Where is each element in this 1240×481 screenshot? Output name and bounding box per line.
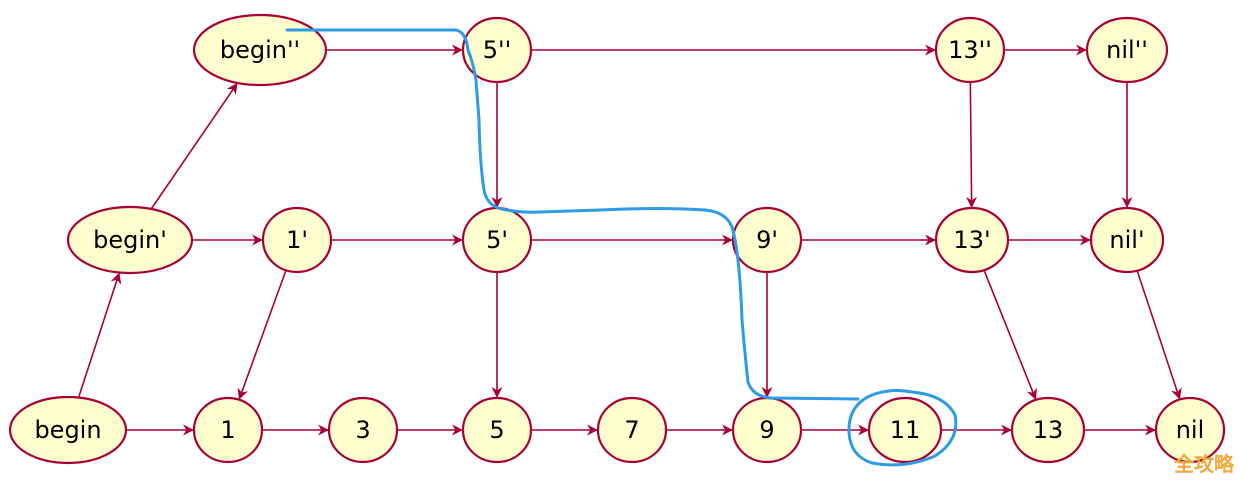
node-n1: 1 (192, 396, 264, 464)
search-path-line (285, 28, 860, 401)
node-begin2: begin'' (192, 13, 328, 87)
node-label: 13 (1033, 416, 1064, 444)
node-n13_1: 13' (934, 206, 1010, 274)
node-n13_2: 13'' (934, 16, 1006, 84)
node-label: nil (1176, 416, 1205, 444)
edge-nil1-to-nil0 (1136, 270, 1182, 400)
node-begin1: begin' (66, 205, 194, 275)
node-label: nil' (1109, 226, 1144, 254)
node-n7: 7 (596, 396, 668, 464)
node-begin0: begin (8, 395, 128, 465)
node-label: 5 (489, 416, 504, 444)
edge-n13_1-to-n13 (983, 269, 1037, 401)
node-label: 13'' (948, 36, 992, 64)
edge-n1_1-to-n1 (237, 270, 287, 400)
node-label: begin' (93, 226, 167, 254)
node-n13: 13 (1010, 396, 1086, 464)
node-label: 11 (890, 416, 921, 444)
edge-n13_2-to-n13_1 (966, 81, 978, 209)
search-path-highlight (285, 28, 958, 467)
edge-begin1-to-begin2 (150, 82, 239, 210)
node-n9: 9 (731, 396, 803, 464)
node-n1_1: 1' (261, 206, 333, 274)
edge-begin0-to-begin1 (77, 272, 122, 398)
node-label: nil'' (1106, 36, 1148, 64)
node-label: 5'' (483, 36, 511, 64)
node-label: 1 (220, 416, 235, 444)
node-label: 7 (624, 416, 639, 444)
node-label: 5' (486, 226, 508, 254)
node-label: 9' (756, 226, 778, 254)
node-n3: 3 (327, 396, 399, 464)
node-nil1: nil' (1089, 206, 1165, 274)
nodes: begin'' 5'' 13'' nil'' begin' 1' 5' 9' 13' nil' be… (8, 13, 1226, 465)
node-label: begin (34, 416, 101, 444)
search-target-circle (847, 389, 958, 467)
node-n9_1: 9' (731, 206, 803, 274)
node-n5: 5 (461, 396, 533, 464)
node-label: 13' (953, 226, 990, 254)
node-n5_2: 5'' (461, 16, 533, 84)
node-label: begin'' (220, 36, 300, 64)
node-nil0: nil (1154, 396, 1226, 464)
node-n5_1: 5' (461, 206, 533, 274)
node-nil2: nil'' (1085, 16, 1169, 84)
watermark-text: 全攻略 (1174, 452, 1234, 476)
node-label: 3 (355, 416, 370, 444)
node-label: 1' (286, 226, 308, 254)
node-label: 9 (759, 416, 774, 444)
edges (77, 44, 1182, 436)
node-n11: 11 (867, 396, 943, 464)
